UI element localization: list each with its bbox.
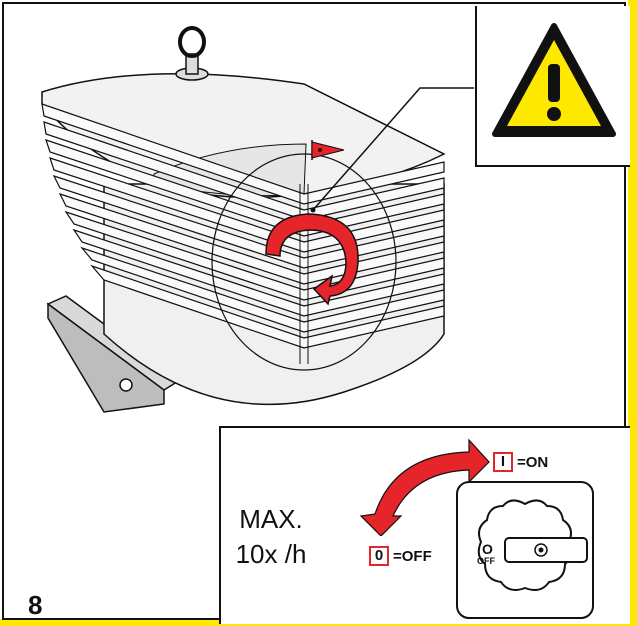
eye-bolt-ring (178, 26, 206, 58)
figure-number: 8 (28, 590, 43, 620)
warning-triangle-icon (492, 23, 616, 137)
dial-zero: O (482, 541, 493, 557)
cooling-fins (41, 103, 445, 349)
off-label: =OFF (393, 548, 432, 565)
on-symbol-box: I (493, 452, 513, 472)
main-switch (456, 481, 594, 619)
pump-illustration (41, 26, 474, 413)
switch-panel: I =ON 0 =OFF O OFF (321, 426, 630, 624)
diagram-frame: MAX. 10x /h I =ON 0 =OFF O OFF 8 (2, 2, 630, 624)
fan-guard (211, 153, 397, 371)
max-per-hour: 10x /h (235, 539, 307, 569)
dial-off: OFF (477, 556, 495, 566)
direction-flag-icon (311, 140, 345, 160)
max-label: MAX. (239, 504, 303, 534)
off-symbol-box: 0 (369, 546, 389, 566)
yellow-edge-stripe-right (628, 0, 637, 626)
leader-line (312, 87, 474, 211)
max-starts-panel: MAX. 10x /h (219, 426, 323, 624)
base-plate-side (47, 302, 165, 413)
rotation-arrow-icon (265, 213, 359, 306)
on-label: =ON (517, 454, 549, 471)
base-bolt (119, 378, 133, 392)
warning-panel (475, 6, 630, 167)
